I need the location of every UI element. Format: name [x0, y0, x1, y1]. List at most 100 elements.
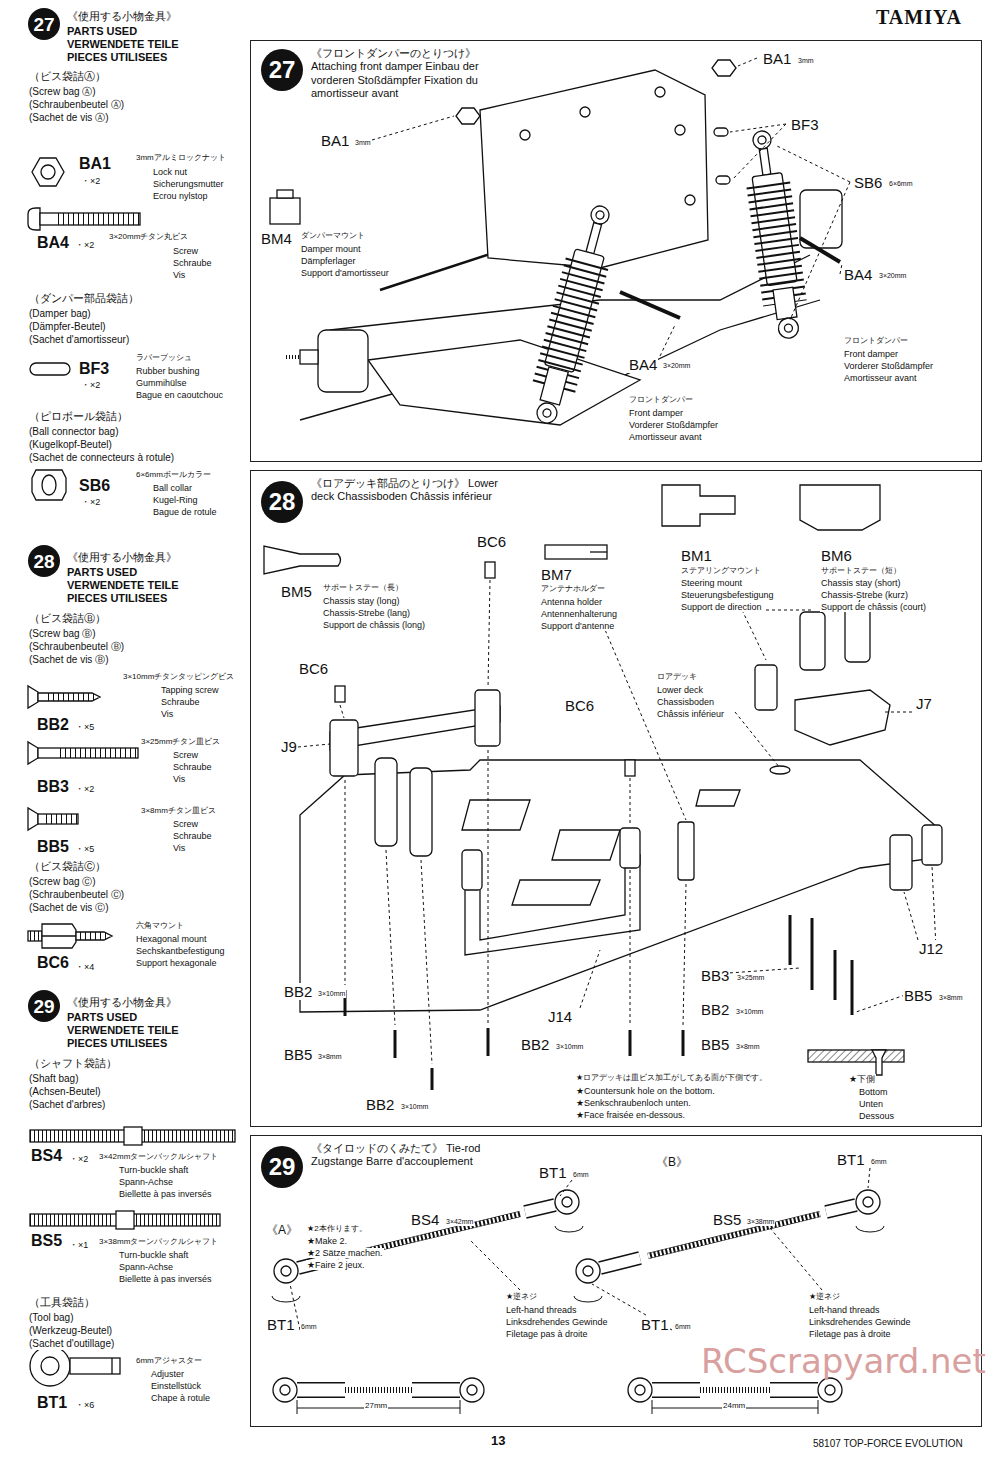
part-label: Steuerungsbefestigung [680, 590, 775, 600]
dimension: 3mm [354, 139, 372, 147]
part-label: Amortisseur avant [843, 373, 918, 383]
part-label: Lock nut [152, 167, 188, 177]
part-label: 3×42mmターンバックルシャフト [98, 1152, 219, 1161]
part-code: J9 [280, 738, 298, 755]
part-label: Spann-Achse [118, 1177, 174, 1187]
part-label: ・×2 [68, 1154, 89, 1164]
part-label: Rubber bushing [135, 366, 201, 376]
part-label: ★逆ネジ [808, 1292, 841, 1301]
part-label: Schraube [160, 697, 201, 707]
part-label: (Schraubenbeutel Ⓒ) [28, 889, 125, 901]
part-label: 24mm [722, 1401, 746, 1410]
step-number-circle: 27 [28, 8, 60, 40]
part-label: 3×8mmチタン皿ビス [140, 806, 217, 815]
part-label: Schraube [172, 762, 213, 772]
part-label: Biellette à pas inversés [118, 1274, 213, 1284]
part-label: ・×5 [74, 844, 95, 854]
part-label: (Tool bag) [28, 1312, 74, 1324]
part-label: （ビス袋詰Ⓐ） [28, 70, 107, 83]
part-label: (Screw bag Ⓐ) [28, 86, 97, 98]
part-label: ステアリングマウント [680, 566, 762, 575]
part-label: ・×2 [80, 176, 101, 186]
part-label: (Ball connector bag) [28, 426, 120, 438]
part-label: (Sachet de vis Ⓒ) [28, 902, 109, 914]
part-code: BB3 [700, 967, 730, 984]
dimension: 6mm [300, 1323, 318, 1331]
part-code: BF3 [790, 116, 820, 133]
part-code: BC6 [564, 697, 595, 714]
part-label: サポートステー（長） [322, 583, 404, 592]
part-label: Vis [172, 270, 186, 280]
dimension: 3×42mm [445, 1218, 474, 1226]
part-label: ・×1 [68, 1240, 89, 1250]
part-label: ・×2 [80, 380, 101, 390]
watermark: RCScrapyard.net [700, 1342, 987, 1381]
part-label: Châssis inférieur [656, 709, 725, 719]
step-panel: 《タイロッドのくみたて》 Tie-rod Zugstange Barre d'a… [250, 1135, 982, 1427]
part-code: BC6 [476, 533, 507, 550]
part-label: ★逆ネジ [505, 1292, 538, 1301]
part-label: Hexagonal mount [135, 934, 208, 944]
part-label: Vorderer Stoßdämpfer [843, 361, 934, 371]
part-label: Turn-buckle shaft [118, 1165, 189, 1175]
step-number-circle: 29 [261, 1146, 303, 1188]
part-label: (Schraubenbeutel Ⓐ) [28, 99, 125, 111]
part-label: ・×4 [74, 962, 95, 972]
part-label: 《A》 [265, 1224, 299, 1238]
step-number-circle: 28 [28, 545, 60, 577]
part-label: 《B》 [655, 1156, 689, 1170]
dimension: 6mm [572, 1171, 590, 1179]
part-label: （シャフト袋詰） [28, 1057, 118, 1070]
part-label: PARTS USED [66, 25, 138, 38]
part-label: 6mmアジャスター [135, 1356, 203, 1365]
dimension: 3×10mm [555, 1043, 584, 1051]
part-label: Chassis-Strebe (lang) [322, 608, 411, 618]
part-code: BB5 [283, 1046, 313, 1063]
part-label: 3×10mmチタンタッピングビス [122, 672, 235, 681]
part-label: Chassis stay (long) [322, 596, 401, 606]
part-label: Lower deck [656, 685, 704, 695]
dimension: 3×8mm [938, 994, 964, 1002]
part-code: BT1 [836, 1151, 866, 1168]
part-code: BB2 [283, 983, 313, 1000]
part-label: Chassisboden [656, 697, 715, 707]
part-label: Bottom [858, 1087, 889, 1097]
part-label: Filetage pas à droite [808, 1329, 892, 1339]
part-label: Spann-Achse [118, 1262, 174, 1272]
part-code: BM5 [280, 583, 313, 600]
part-label: PIECES UTILISEES [66, 592, 168, 605]
part-label: Support hexagonale [135, 958, 218, 968]
part-code: SB6 [78, 477, 111, 495]
part-label: 《使用する小物金具》 [66, 10, 178, 23]
part-label: Chassis-Strebe (kurz) [820, 590, 909, 600]
part-code: BB5 [36, 838, 70, 856]
part-label: Dämpferlager [300, 256, 357, 266]
part-label: ・×2 [80, 497, 101, 507]
part-label: Sicherungsmutter [152, 179, 225, 189]
part-label: ★Faire 2 jeux. [306, 1260, 366, 1270]
step-number: 29 [269, 1155, 296, 1179]
part-label: VERWENDETE TEILE [66, 579, 180, 592]
part-label: VERWENDETE TEILE [66, 38, 180, 51]
part-label: PIECES UTILISEES [66, 1037, 168, 1050]
part-code: BM7 [540, 566, 573, 583]
step-number: 29 [33, 997, 54, 1016]
dimension: 3×10mm [735, 1008, 764, 1016]
part-label: Kugel-Ring [152, 495, 199, 505]
part-label: Vis [172, 843, 186, 853]
dimension: 3×10mm [317, 990, 346, 998]
part-code: BC6 [36, 954, 70, 972]
part-label: （ダンパー部品袋詰） [28, 292, 140, 305]
part-label: (Sachet d'arbres) [28, 1099, 106, 1111]
part-label: Amortisseur avant [628, 432, 703, 442]
part-label: Steering mount [680, 578, 743, 588]
part-label: 3×25mmチタン皿ビス [140, 737, 221, 746]
dimension: 3×8mm [735, 1043, 761, 1051]
part-code: BM6 [820, 547, 853, 564]
part-label: Chassis stay (short) [820, 578, 902, 588]
part-label: （ビス袋詰Ⓑ） [28, 612, 107, 625]
part-label: ・×6 [74, 1400, 95, 1410]
part-label: PARTS USED [66, 1011, 138, 1024]
part-code: BF3 [78, 360, 110, 378]
part-label: Linksdrehendes Gewinde [808, 1317, 912, 1327]
